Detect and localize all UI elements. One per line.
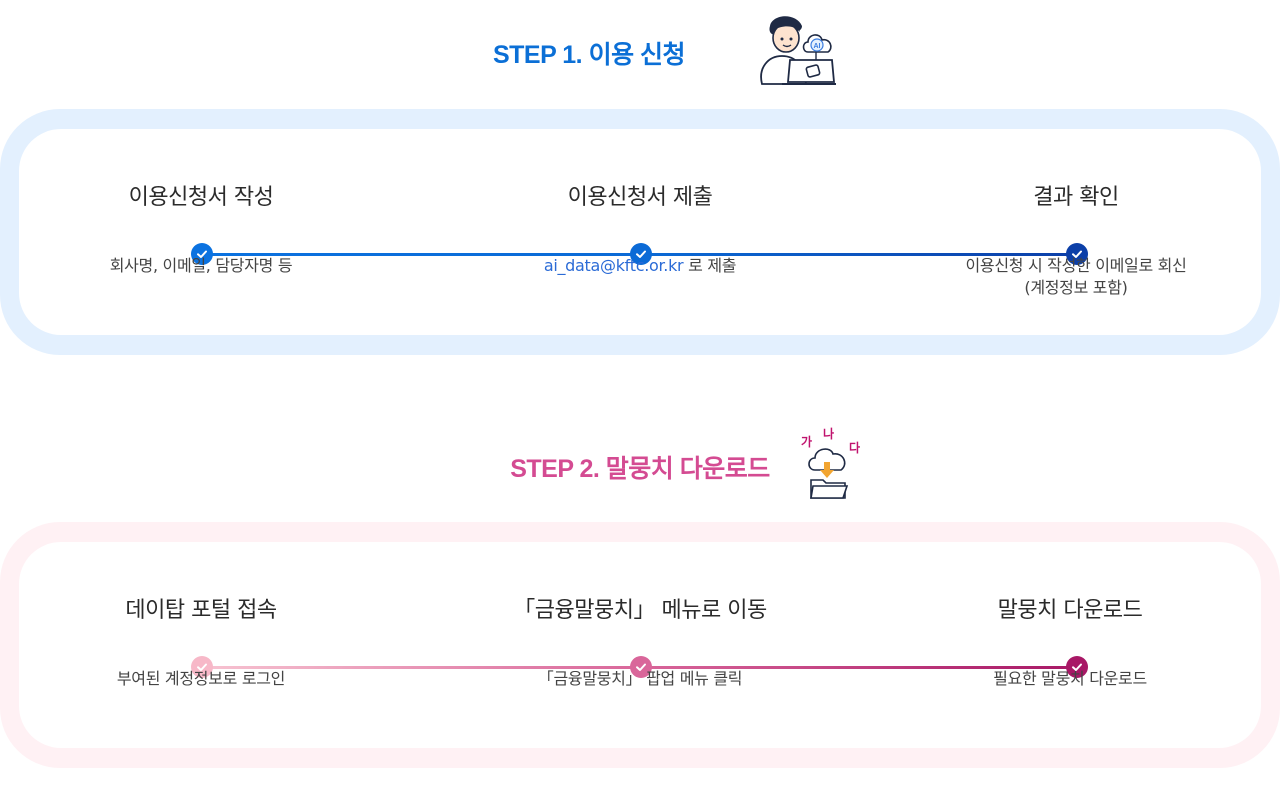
- svg-text:AI: AI: [814, 43, 821, 50]
- step1-stage3-desc-line2: (계정정보 포함): [1024, 278, 1128, 297]
- step2-stage3-desc: 필요한 말뭉치 다운로드: [993, 669, 1147, 688]
- step2-stage1-title: 데이탑 포털 접속: [125, 598, 277, 623]
- step1-stage3-check-icon: [1066, 243, 1088, 265]
- svg-text:가: 가: [801, 434, 812, 449]
- step2-stage2-desc: 「금융말뭉치」 팝업 메뉴 클릭: [537, 669, 743, 688]
- cloud-download-icon: 가 나 다: [801, 426, 860, 499]
- step1-stage3-title: 결과 확인: [1033, 185, 1119, 210]
- step2-stage2-title: 「금융말뭉치」 메뉴로 이동: [513, 598, 767, 623]
- step1-stage1-desc: 회사명, 이메일, 담당자명 등: [109, 256, 293, 275]
- email-link[interactable]: ai_data@kftc.or.kr: [543, 256, 684, 275]
- step1-stage3-desc: 이용신청 시 작성한 이메일로 회신 (계정정보 포함): [896, 255, 1256, 299]
- step2-stage1-desc: 부여된 계정정보로 로그인: [116, 669, 286, 688]
- step2-stage1-check-icon: [191, 656, 213, 678]
- step1-panel: 이용신청서 작성 회사명, 이메일, 담당자명 등 이용신청서 제출 ai_da…: [0, 109, 1280, 355]
- step1-stage2-desc-text: 로 제출: [683, 256, 737, 275]
- step1-stage2-check-icon: [630, 243, 652, 265]
- person-laptop-ai-icon: AI: [760, 16, 836, 85]
- step2-panel-inner: 데이탑 포털 접속 부여된 계정정보로 로그인 「금융말뭉치」 메뉴로 이동 「…: [19, 542, 1261, 748]
- step1-title: STEP 1. 이용 신청: [0, 35, 1280, 71]
- step1-stage3-desc-line1: 이용신청 시 작성한 이메일로 회신: [965, 256, 1187, 275]
- step2-stage2-check-icon: [630, 656, 652, 678]
- step1-stage1-title: 이용신청서 작성: [128, 185, 274, 210]
- svg-text:나: 나: [823, 426, 834, 441]
- svg-text:다: 다: [849, 440, 860, 455]
- step2-stage3-check-icon: [1066, 656, 1088, 678]
- step2-panel: 데이탑 포털 접속 부여된 계정정보로 로그인 「금융말뭉치」 메뉴로 이동 「…: [0, 522, 1280, 768]
- step1-stage2-title: 이용신청서 제출: [567, 185, 713, 210]
- step1-title-text: STEP 1. 이용 신청: [492, 41, 686, 69]
- step2-stage3-title: 말뭉치 다운로드: [997, 598, 1143, 623]
- step2-title: STEP 2. 말뭉치 다운로드: [0, 449, 1280, 485]
- step1-stage1-check-icon: [191, 243, 213, 265]
- step1-panel-inner: 이용신청서 작성 회사명, 이메일, 담당자명 등 이용신청서 제출 ai_da…: [19, 129, 1261, 335]
- step2-title-text: STEP 2. 말뭉치 다운로드: [510, 455, 770, 483]
- step1-stage2-desc: ai_data@kftc.or.kr 로 제출: [460, 255, 820, 277]
